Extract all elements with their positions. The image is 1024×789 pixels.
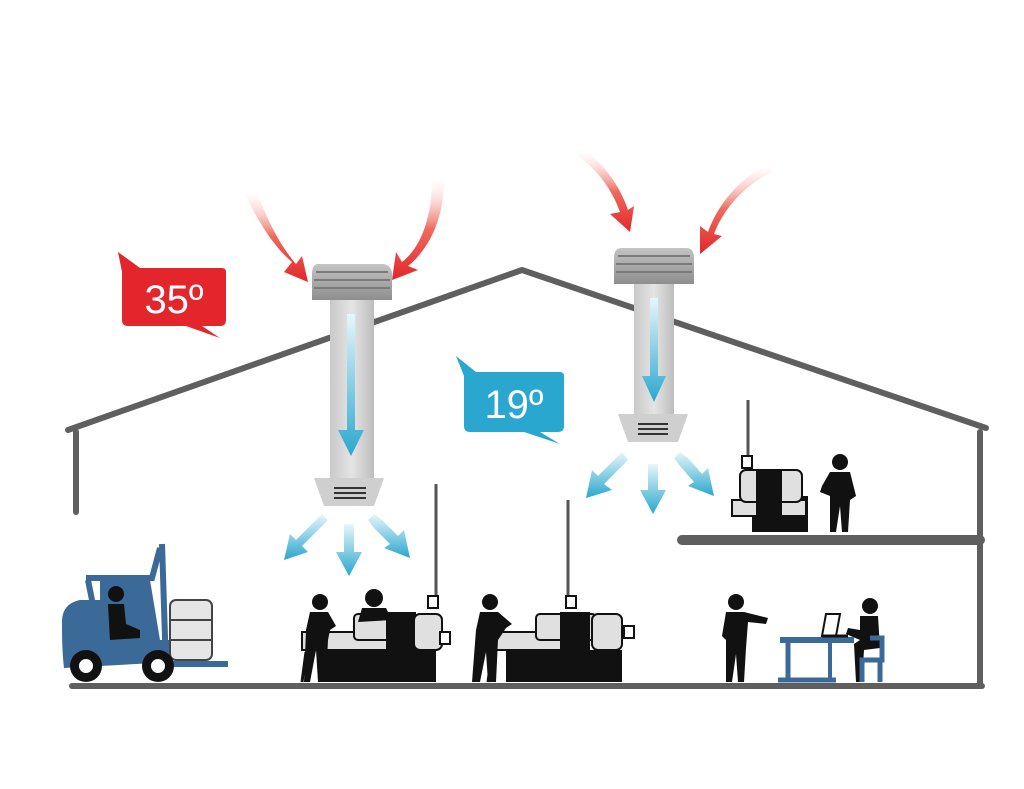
cooling-unit-left <box>312 264 392 506</box>
laptop-icon <box>820 613 842 637</box>
barrel-icon <box>169 599 213 661</box>
forklift <box>62 543 228 682</box>
office-desk <box>778 613 885 683</box>
worker-icon <box>820 454 856 532</box>
inside-temperature-bubble: 19º <box>456 356 564 444</box>
cooling-unit-right <box>614 248 694 442</box>
worker-icon <box>304 594 336 682</box>
driver-icon <box>108 586 124 602</box>
cool-air-distribution-arrows <box>284 452 714 576</box>
building-outline <box>65 267 989 689</box>
machine-center <box>486 500 635 683</box>
inside-temperature-label: 19º <box>484 383 543 427</box>
hot-air-arrows <box>244 150 772 282</box>
cool-air-down-arrow <box>338 314 364 456</box>
roof-cooler-unit <box>614 248 694 284</box>
worker-icon <box>358 589 392 622</box>
seated-worker-icon <box>846 598 880 682</box>
worker-icon <box>472 594 512 682</box>
outside-temperature-label: 35º <box>144 278 203 322</box>
workers <box>304 454 880 682</box>
outside-temperature-bubble: 35º <box>118 252 226 338</box>
machine-mezzanine <box>731 400 808 532</box>
cool-air-down-arrow <box>642 298 666 402</box>
worker-icon <box>722 594 768 682</box>
roof-cooler-unit <box>312 264 392 300</box>
